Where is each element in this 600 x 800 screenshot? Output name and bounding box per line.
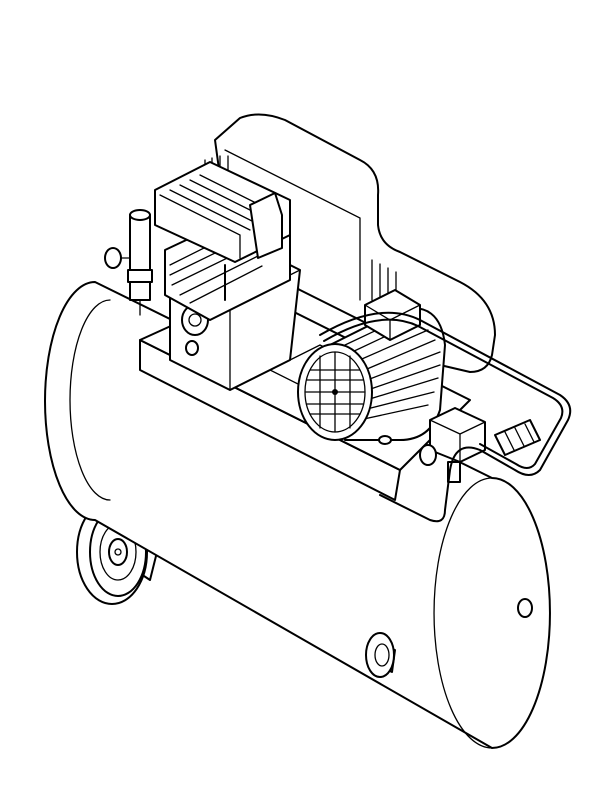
- guard-vents: [371, 259, 397, 313]
- cylinder-head-fins: [154, 161, 291, 263]
- terminal-box: [364, 289, 421, 341]
- compressor-pump: [154, 161, 301, 391]
- electric-motor: [297, 289, 446, 445]
- drain-valve: [517, 598, 533, 618]
- gauge: [104, 247, 122, 269]
- air-tank: [44, 281, 551, 749]
- quick-coupler: [494, 419, 541, 456]
- delivery-pipe: [319, 311, 572, 523]
- pressure-regulator: [104, 209, 153, 316]
- fan-cover-mesh: [305, 351, 365, 433]
- front-caster: [365, 632, 396, 678]
